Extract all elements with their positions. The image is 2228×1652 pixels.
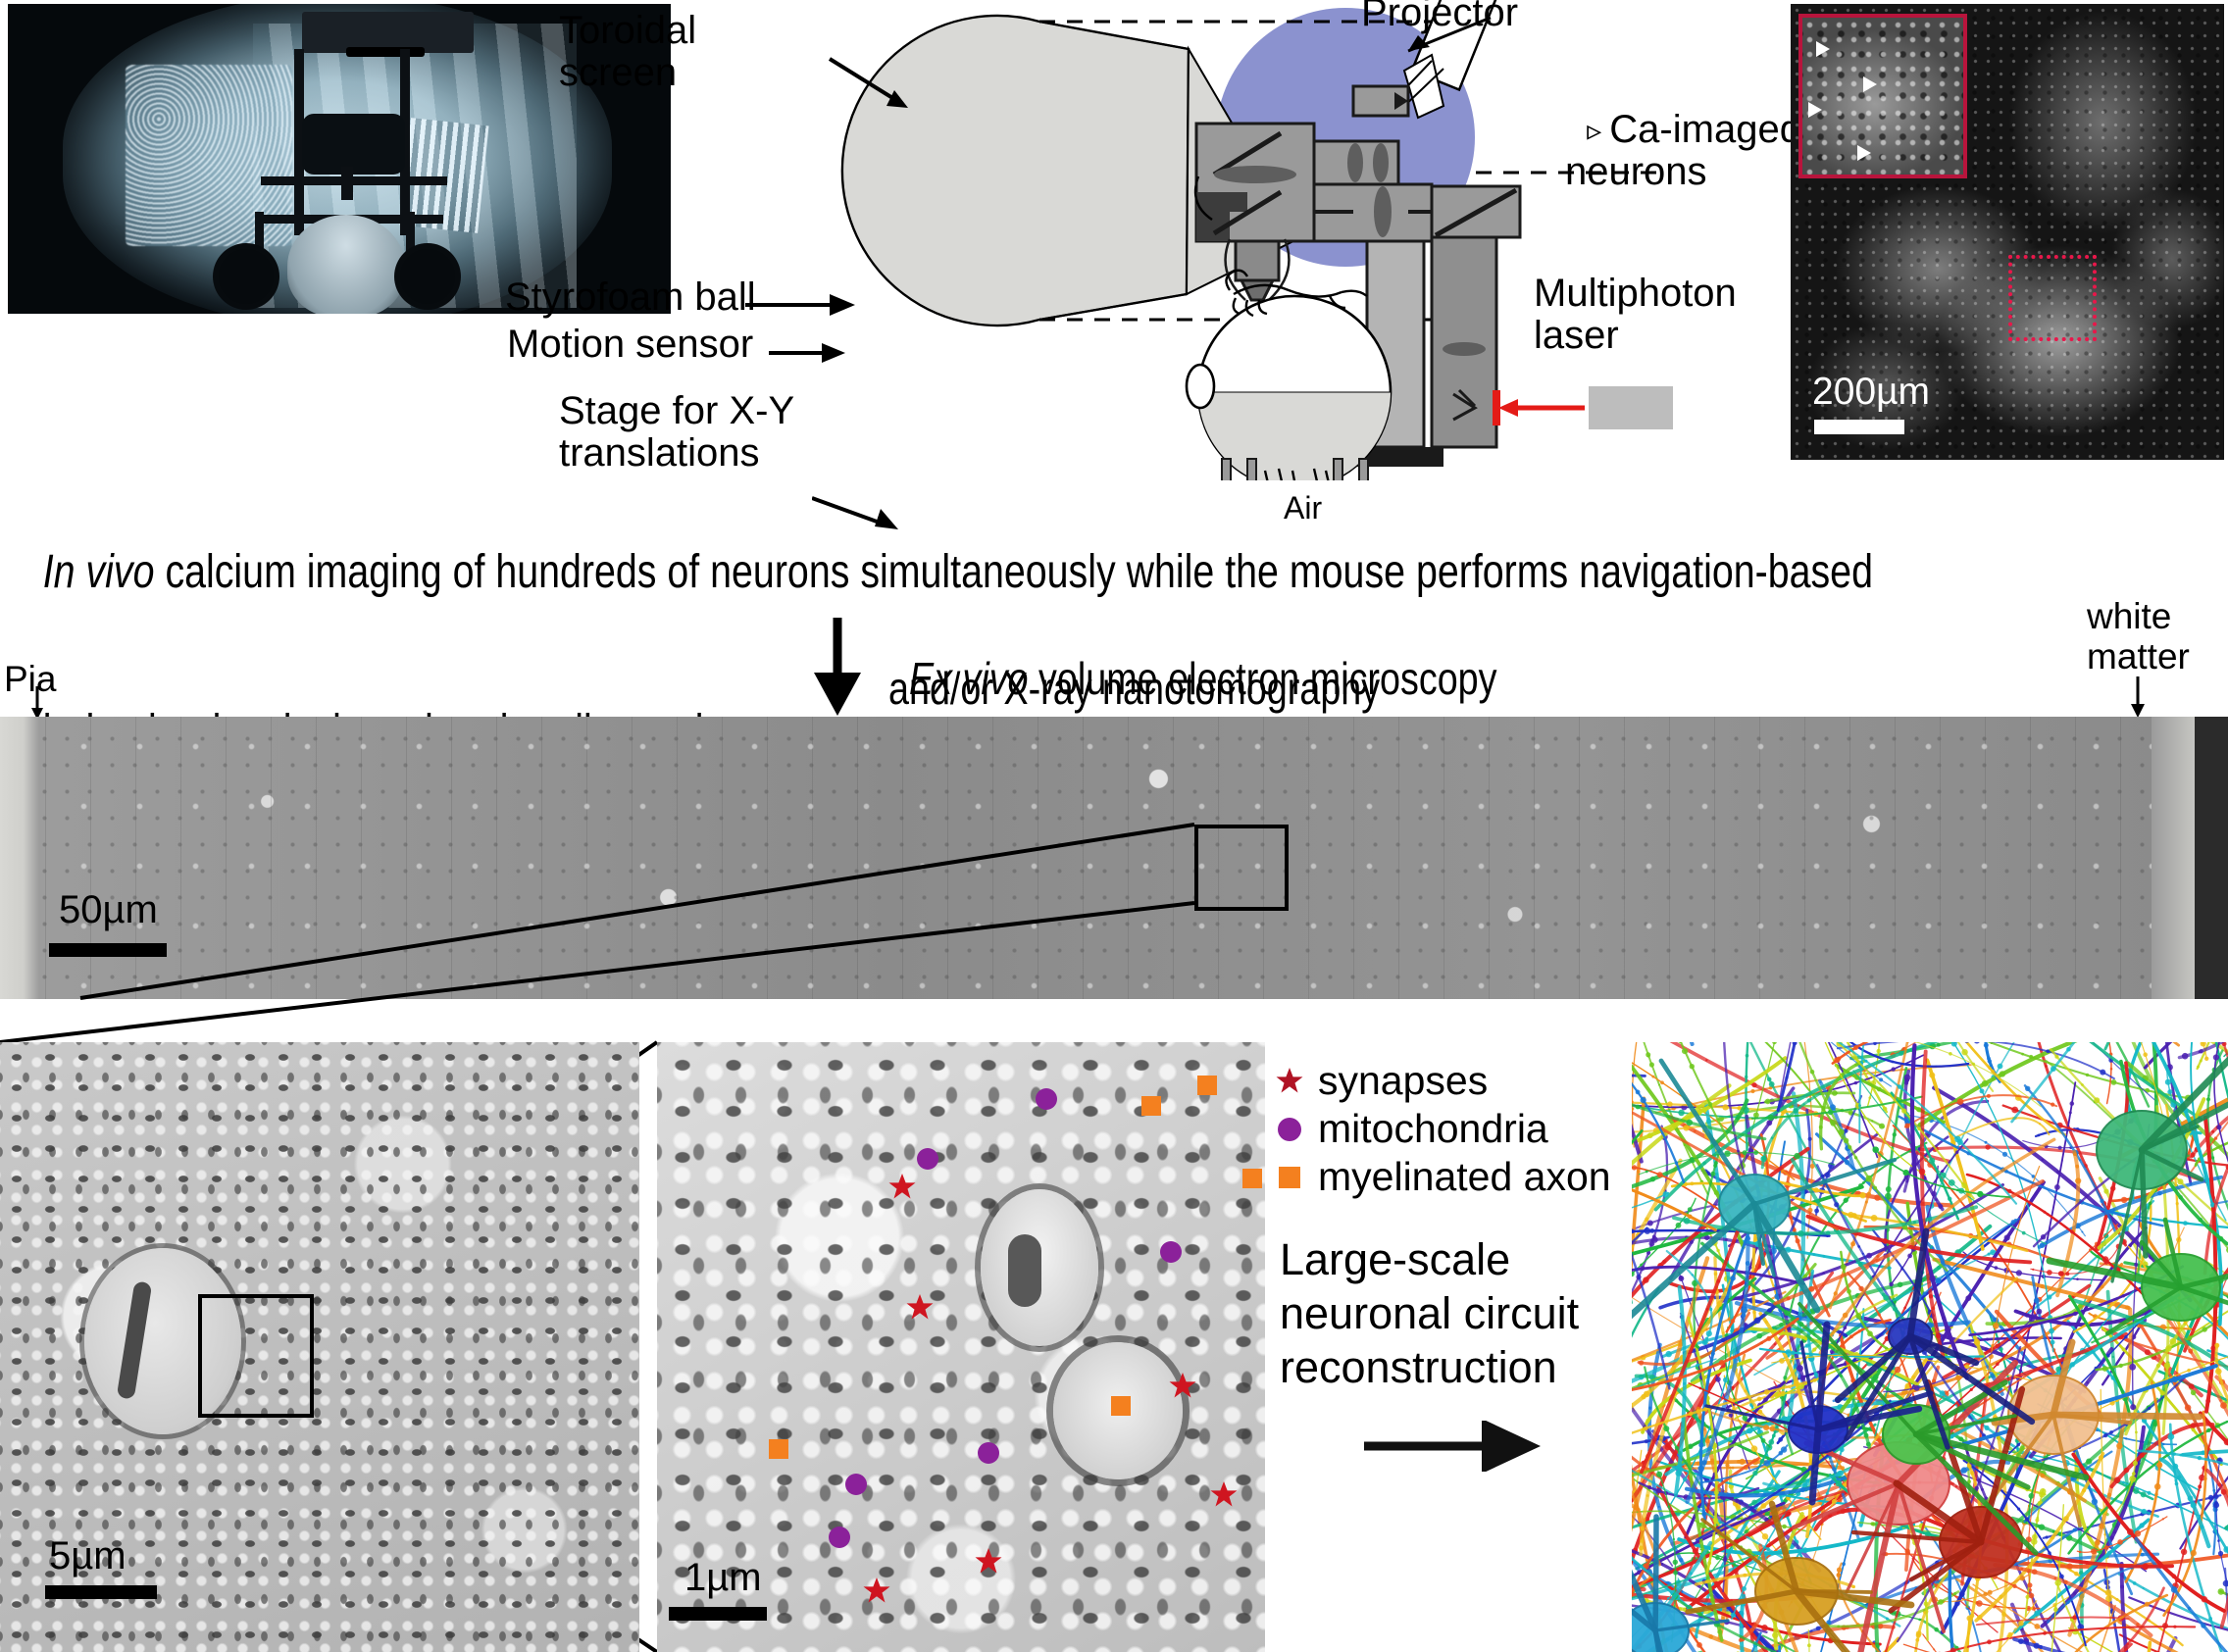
legend-label-synapses: synapses [1318, 1058, 1489, 1103]
mitochondria-marker [977, 1441, 999, 1464]
myelinated-axon-marker [769, 1438, 789, 1459]
mitochondria-marker [1159, 1240, 1182, 1263]
caption-italic-invivo: In vivo [42, 545, 155, 598]
mitochondria-marker [845, 1473, 868, 1495]
em-low-magnification-panel: 5µm [0, 1042, 639, 1652]
reconstruction-svg [1632, 1042, 2228, 1652]
myelinated-axon-marker [1110, 1396, 1131, 1417]
motion-sensor-label: Motion sensor [507, 323, 754, 366]
stage-xy-arrow [812, 496, 898, 529]
toroidal-screen-shape [840, 14, 1190, 327]
headplate-holder [302, 114, 405, 175]
caption-line1: calcium imaging of hundreds of neurons s… [154, 545, 1873, 598]
em-strip-scalebar [49, 943, 167, 957]
multiphoton-laser-label: Multiphoton laser [1534, 272, 1737, 358]
em-high-magnification-panel: 1µm [657, 1042, 1265, 1652]
cross-bar-lower-left [255, 212, 264, 251]
mitochondria-marker [916, 1148, 938, 1171]
em-cortical-column-strip: 50µm [0, 717, 2228, 999]
ex-vivo-caption-line2: and/or X-ray nanotomography [888, 663, 1381, 714]
legend-label-mitochondria: mitochondria [1318, 1106, 1548, 1151]
recon-line2: neuronal circuit [1280, 1287, 1580, 1338]
ca-roi-box [2008, 255, 2097, 341]
circle-marker-icon [1273, 1117, 1306, 1142]
em-strip-grain [0, 717, 2228, 999]
cross-bar-stem [341, 167, 353, 200]
recon-line1: Large-scale [1280, 1234, 1511, 1284]
white-matter-arrow [2131, 676, 2145, 718]
styrofoam-ball [1185, 294, 1392, 480]
mitochondria-marker [828, 1526, 850, 1548]
toroidal-screen-label: Toroidal screen [559, 9, 697, 95]
ball-right-shadow [400, 249, 455, 304]
ex-vivo-caption-line1: Ex vivo volume electron microscopy [908, 652, 1497, 704]
dense-core [1008, 1234, 1041, 1307]
toroidal-screen-arrow [828, 57, 908, 108]
motion-sensor-arrow [769, 343, 845, 363]
styrofoam-ball-arrow [745, 294, 855, 316]
em2-grain [657, 1042, 1265, 1652]
recon-right-arrow [1364, 1418, 1541, 1474]
cross-bar-upper [261, 176, 447, 185]
legend-row-mitochondria: mitochondria [1273, 1105, 1611, 1153]
neuron-arrowhead-3 [1808, 102, 1822, 118]
mouse-silhouette [1193, 175, 1368, 318]
objective-mount [302, 12, 474, 53]
strip-right-edge [2195, 717, 2228, 999]
square-marker-icon [1273, 1166, 1306, 1189]
pia-arrow [31, 686, 43, 720]
projector-label: Projector [1361, 0, 1519, 34]
vr-setup-schematic: Toroidal screen Projector Styrofoam ball… [505, 0, 1785, 529]
air-label: Air [1284, 490, 1323, 526]
stage-xy-label: Stage for X-Y translations [559, 389, 795, 476]
legend-row-myelinated-axon: myelinated axon [1273, 1153, 1611, 1201]
ca-scalebar-label: 200µm [1812, 371, 1931, 413]
annotation-legend: synapses mitochondria myelinated axon [1273, 1057, 1611, 1201]
myelinated-axon-marker [1241, 1169, 1262, 1189]
mount-bar [346, 47, 425, 57]
calcium-imaging-panel: 200µm [1791, 4, 2224, 460]
triangle-marker-icon: ▹ [1587, 115, 1602, 148]
em-strip-scalebar-label: 50µm [59, 888, 158, 931]
recon-line3: reconstruction [1280, 1341, 1557, 1392]
pia-surface [0, 717, 39, 999]
legend-row-synapses: synapses [1273, 1057, 1611, 1105]
ca-imaged-neurons-label: ▹Ca-imaged neurons [1565, 108, 1801, 194]
vr-rig-photo [8, 4, 671, 314]
soma-nucleus [84, 1248, 241, 1434]
em1-scalebar [45, 1585, 157, 1599]
pia-label: Pia [4, 659, 57, 699]
ball-left-shadow [219, 249, 274, 304]
neuron-arrowhead-2 [1863, 76, 1877, 92]
mouse-on-ball [287, 215, 405, 314]
legend-label-myelinated-axon: myelinated axon [1318, 1154, 1611, 1199]
projector-body [1392, 0, 1504, 120]
schematic-svg [840, 0, 1673, 480]
em1-zoom-box [198, 1294, 314, 1418]
rig-post-right [400, 49, 410, 235]
white-matter-label: white matter [2087, 596, 2190, 677]
em2-scalebar [669, 1607, 767, 1621]
neuron-arrowhead-1 [1816, 41, 1830, 57]
em1-scalebar-label: 5µm [49, 1534, 127, 1577]
cross-bar-lower-right [406, 212, 415, 251]
ex-vivo-down-arrow [814, 618, 861, 716]
em2-scalebar-label: 1µm [684, 1556, 762, 1599]
mitochondria-marker [1035, 1087, 1057, 1110]
myelinated-axon-marker [1197, 1075, 1217, 1095]
ca-zoom-inset [1798, 14, 1967, 178]
white-matter-band [2152, 717, 2195, 999]
myelinated-axon-marker [1140, 1096, 1161, 1117]
laser-box [1589, 386, 1673, 429]
em-strip-zoom-box [1194, 825, 1289, 911]
star-marker-icon [1273, 1067, 1306, 1096]
reconstruction-callout: Large-scale neuronal circuit reconstruct… [1280, 1233, 1613, 1477]
styrofoam-ball-label: Styrofoam ball [505, 275, 756, 319]
ca-scalebar [1814, 420, 1904, 434]
rig-post-left [294, 49, 304, 235]
3d-circuit-reconstruction-panel [1632, 1042, 2228, 1652]
neuron-arrowhead-4 [1857, 145, 1871, 161]
multiphoton-microscope [1194, 84, 1522, 467]
motion-sensor-shape [1185, 363, 1216, 410]
